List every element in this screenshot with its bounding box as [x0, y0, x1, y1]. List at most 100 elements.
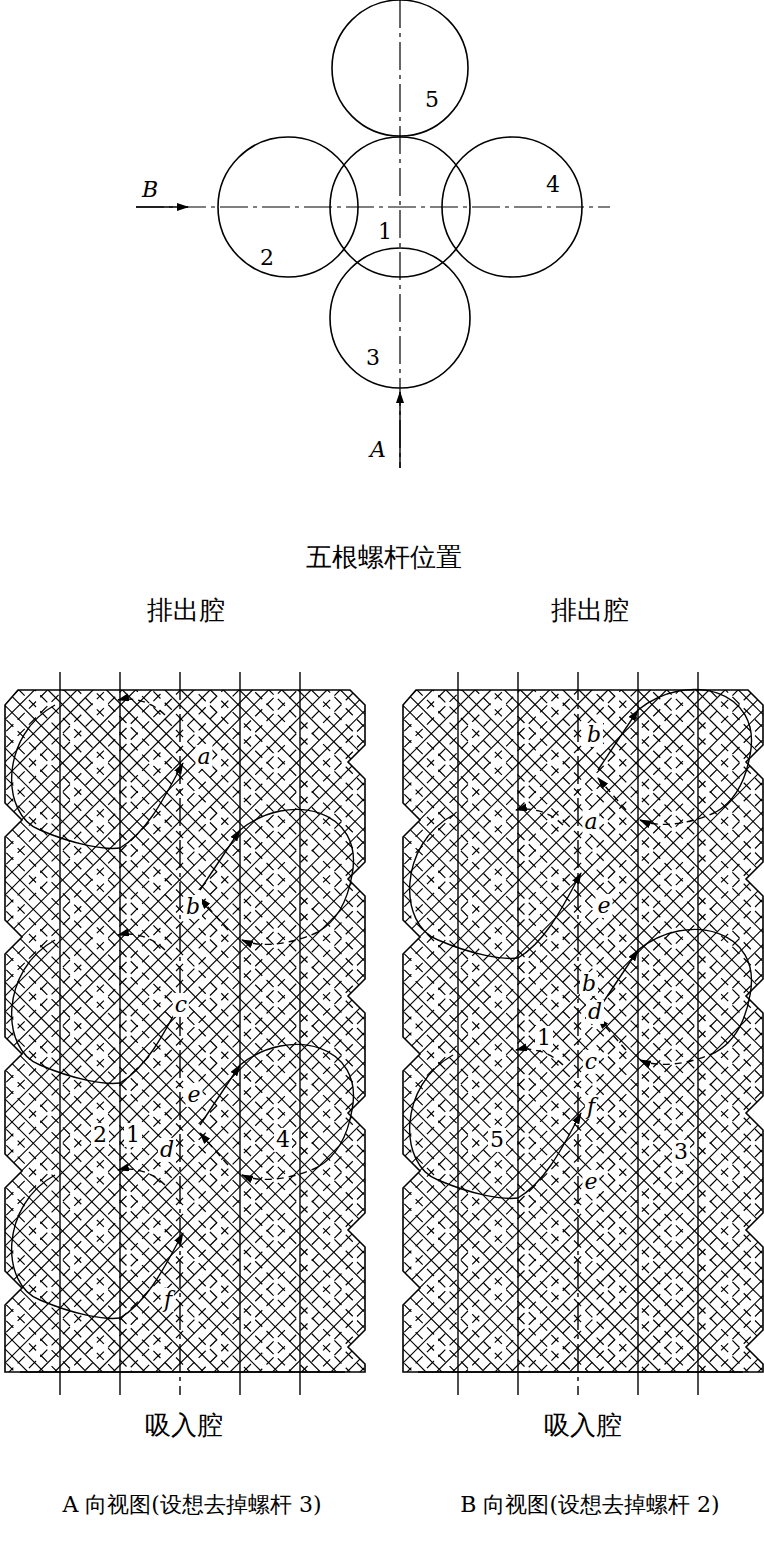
- thread-edge: [393, 387, 764, 767]
- return-arrow: [200, 1133, 228, 1165]
- screw-number: 2: [260, 246, 274, 270]
- thread-edge: [0, 1177, 375, 1546]
- return-arrow: [640, 1052, 716, 1064]
- thread-edge: [393, 597, 764, 977]
- thread-edge: [0, 797, 375, 1177]
- screw-circle: 1: [328, 135, 472, 279]
- center-line: [577, 672, 578, 1395]
- thread-edge: [0, 320, 375, 700]
- thread-edge: [0, 1076, 375, 1456]
- flow-paths: [410, 689, 752, 1198]
- flow-path: [638, 929, 751, 1052]
- screw-axis-line: [697, 672, 698, 1395]
- thread-edge: [0, 563, 375, 943]
- thread-edge: [0, 1382, 375, 1546]
- thread-edge: [0, 554, 375, 934]
- thread-edge: [0, 1398, 375, 1546]
- thread-edge: [393, 475, 764, 855]
- thread-edge: [393, 1294, 764, 1546]
- thread-edge: [0, 1294, 375, 1546]
- circle-outline: [328, 246, 472, 390]
- thread-edge: [0, 666, 375, 1046]
- thread-edge: [0, 1403, 375, 1546]
- thread-edge: [0, 270, 375, 650]
- thread-edge: [0, 680, 375, 1060]
- thread-edge: [0, 608, 375, 988]
- return-arrow: [516, 809, 563, 825]
- thread-edge: [393, 315, 764, 695]
- center-line: [179, 672, 180, 1395]
- thread-edge: [0, 299, 375, 679]
- thread-edge: [0, 613, 375, 993]
- thread-edge: [0, 1148, 375, 1528]
- thread-edge: [0, 842, 375, 1222]
- thread-edge: [393, 462, 764, 842]
- flow-path: [638, 689, 751, 812]
- return-arrow: [640, 812, 716, 824]
- point-letter: b: [585, 723, 603, 747]
- thread-edge: [0, 1118, 375, 1498]
- thread-edge: [0, 1373, 375, 1546]
- thread-edge: [0, 329, 375, 709]
- screw-outline: [5, 690, 365, 1372]
- screw-axis-line: [239, 672, 240, 1395]
- point-letter: d: [158, 1138, 176, 1162]
- screw-view: [393, 270, 764, 1546]
- screw-number: 1: [124, 1123, 142, 1147]
- thread-edge: [0, 421, 375, 801]
- view-caption: B 向视图(设想去掉螺杆 2): [460, 1493, 719, 1517]
- thread-edge: [0, 1328, 375, 1546]
- screw-circle: 5: [330, 0, 470, 138]
- view-arrow: [136, 206, 188, 207]
- thread-hatch: [393, 270, 764, 1546]
- thread-edge: [393, 1403, 764, 1546]
- thread-edge: [0, 315, 375, 695]
- thread-edge: [0, 291, 375, 671]
- thread-edge: [393, 1382, 764, 1546]
- screw-number: 5: [425, 88, 439, 112]
- screw-position-sketch: [136, 0, 610, 468]
- thread-edge: [393, 299, 764, 679]
- point-letter: f: [162, 1288, 174, 1312]
- thread-edge: [0, 592, 375, 972]
- thread-edge: [0, 275, 375, 655]
- thread-edge: [393, 1344, 764, 1546]
- screw-axis-line: [119, 672, 120, 1395]
- screw-axis-line: [517, 672, 518, 1395]
- screw-view: [0, 270, 375, 1546]
- thread-edge: [0, 1017, 375, 1397]
- thread-edge: [0, 972, 375, 1352]
- thread-edge: [0, 650, 375, 1030]
- screw-circle-outline: [332, 0, 468, 136]
- circle-outline: [216, 135, 360, 279]
- thread-edge: [0, 446, 375, 826]
- thread-edge: [0, 1031, 375, 1411]
- screw-circle: 2: [216, 135, 360, 279]
- thread-edge: [0, 392, 375, 772]
- flow-arrow: [12, 705, 183, 848]
- thread-edge: [0, 549, 375, 929]
- thread-edge: [0, 416, 375, 796]
- thread-edge: [0, 437, 375, 817]
- figure-caption: 五根螺杆位置: [306, 543, 462, 572]
- thread-edge: [0, 451, 375, 831]
- thread-edge: [0, 334, 375, 714]
- flow-arrow: [410, 815, 581, 958]
- flow-arrow: [12, 940, 183, 1083]
- point-letter: e: [595, 894, 612, 918]
- center-line: [136, 206, 610, 207]
- thread-edge: [0, 1222, 375, 1546]
- chamber-name: 吸入腔: [544, 1411, 622, 1440]
- thread-edge: [0, 1198, 375, 1546]
- thread-edge: [393, 275, 764, 655]
- view-letter: A: [370, 438, 386, 462]
- return-arrow: [118, 1169, 165, 1185]
- thread-edge: [393, 1398, 764, 1546]
- point-letter: b: [580, 972, 598, 996]
- thread-edge: [0, 1105, 375, 1485]
- circle-outline: [440, 135, 584, 279]
- thread-edge: [0, 1134, 375, 1514]
- screw-axis-line: [59, 672, 60, 1395]
- thread-edge: [0, 1060, 375, 1440]
